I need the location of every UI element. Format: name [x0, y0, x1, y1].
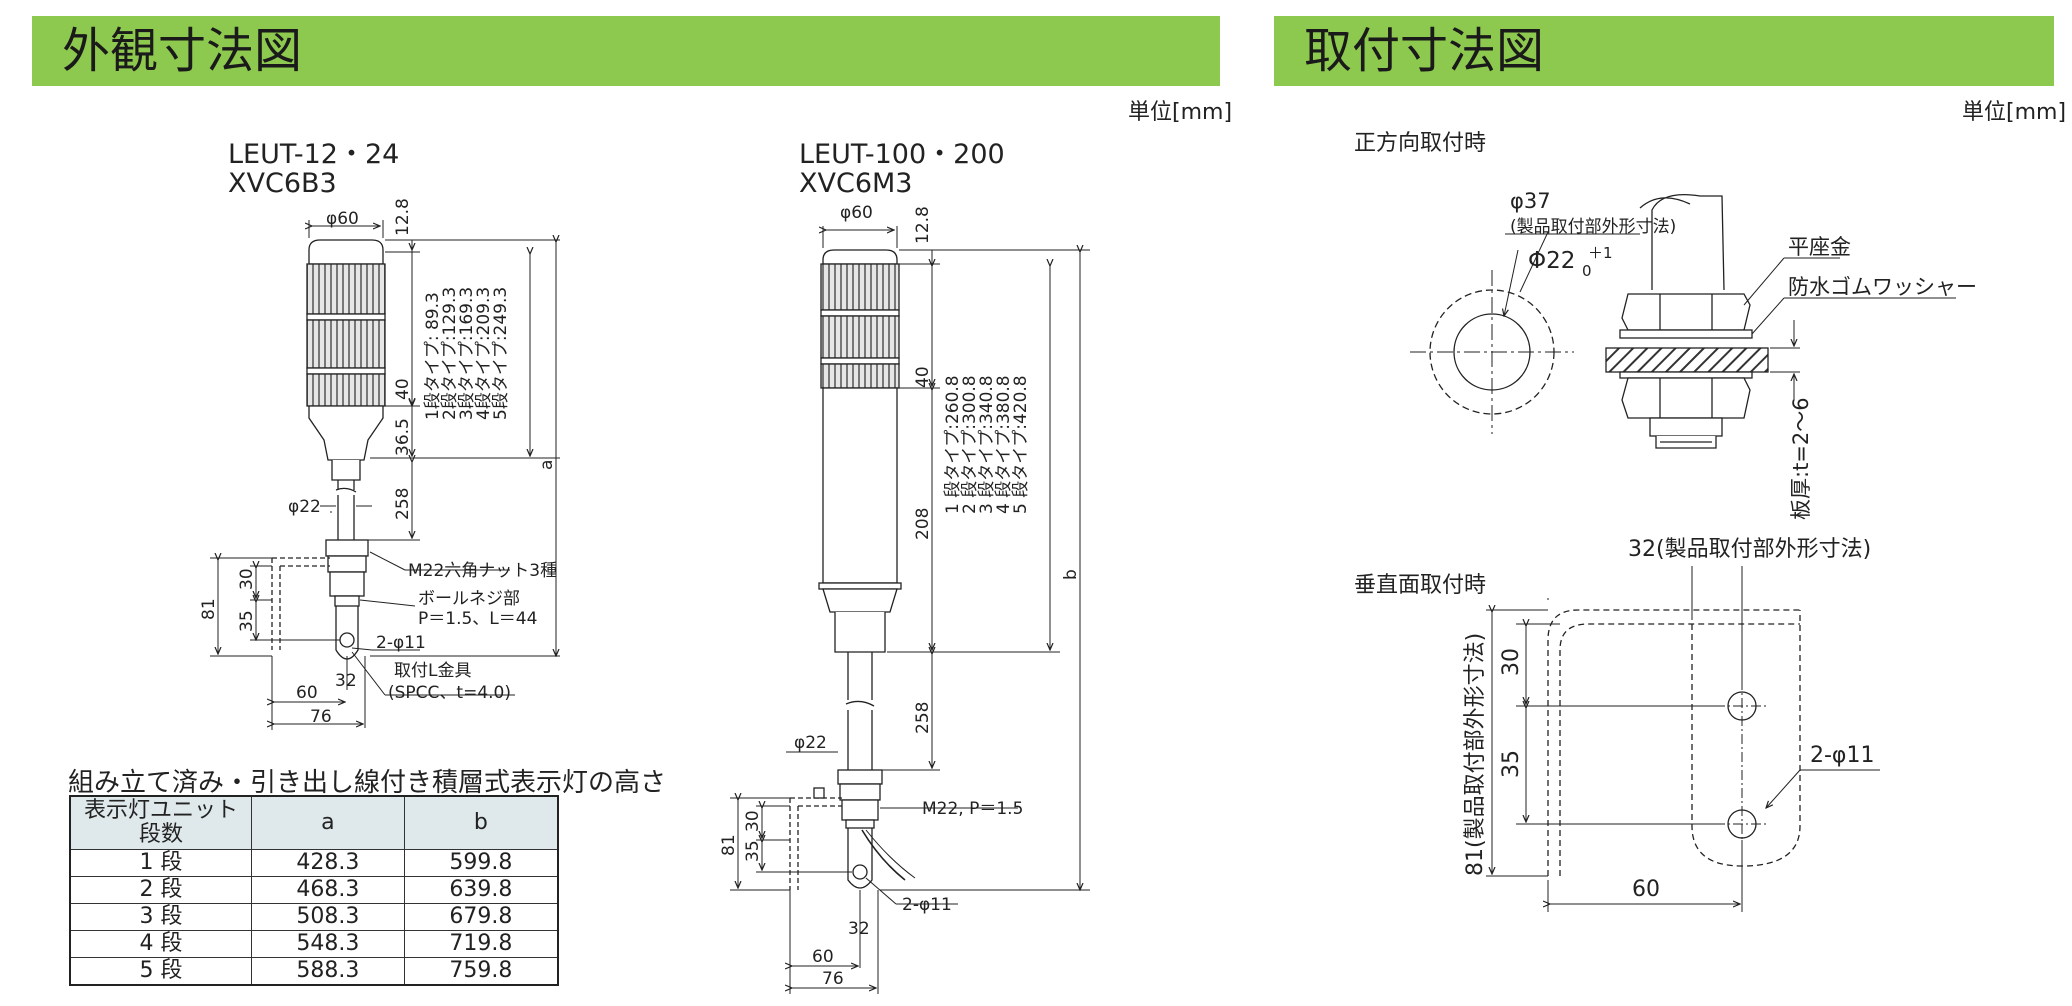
svg-text:32: 32 — [335, 671, 357, 691]
svg-text:2-φ11: 2-φ11 — [376, 633, 426, 653]
svg-text:φ22: φ22 — [288, 497, 321, 517]
svg-text:1 段タイプ:260.8: 1 段タイプ:260.8 — [943, 375, 963, 514]
table-caption: 組み立て済み・引き出し線付き積層式表示灯の高さ — [68, 768, 667, 798]
svg-text:＋1: ＋1 — [1588, 244, 1613, 262]
svg-text:76: 76 — [310, 707, 332, 727]
svg-text:5 段タイプ:420.8: 5 段タイプ:420.8 — [1011, 375, 1031, 514]
lamp-a-labels: φ60 12.8 40 36.5 258 φ22 30 35 81 60 76 … — [199, 198, 557, 727]
svg-text:208: 208 — [913, 508, 933, 540]
lamp-b-labels: φ60 12.8 40 208 258 φ22 30 35 81 60 76 3… — [719, 203, 1081, 989]
svg-text:φ60: φ60 — [840, 203, 873, 223]
svg-text:4 段タイプ:380.8: 4 段タイプ:380.8 — [994, 375, 1014, 514]
svg-text:76: 76 — [822, 969, 844, 989]
unit-right: 単位[mm] — [1962, 100, 2067, 125]
svg-text:3段タイプ:169.3: 3段タイプ:169.3 — [457, 287, 477, 420]
mount-vertical-drawing — [1486, 566, 1880, 912]
svg-text:(SPCC、t=4.0): (SPCC、t=4.0) — [388, 683, 511, 703]
svg-text:32(製品取付部外形寸法): 32(製品取付部外形寸法) — [1628, 537, 1871, 562]
svg-text:5段タイプ:249.3: 5段タイプ:249.3 — [491, 287, 511, 420]
table-header-b: b — [403, 795, 559, 850]
svg-text:P＝1.5、L＝44: P＝1.5、L＝44 — [418, 609, 537, 629]
svg-text:30: 30 — [1499, 648, 1524, 676]
svg-text:正方向取付時: 正方向取付時 — [1354, 131, 1486, 156]
svg-text:60: 60 — [296, 683, 318, 703]
svg-text:Φ22: Φ22 — [1528, 248, 1575, 274]
svg-text:60: 60 — [1632, 877, 1660, 902]
svg-text:35: 35 — [237, 610, 257, 632]
mount-front-labels: 正方向取付時 φ37 (製品取付部外形寸法) Φ22 ＋1 0 平座金 防水ゴム… — [1354, 131, 1977, 520]
svg-text:81: 81 — [199, 598, 219, 620]
svg-text:258: 258 — [393, 488, 413, 520]
table-header-row: 表示灯ユニット 段数 a b — [69, 795, 559, 850]
lamp-b-drawing — [730, 226, 1090, 994]
svg-text:φ22: φ22 — [794, 733, 827, 753]
lamp-a-drawing — [210, 220, 560, 730]
svg-text:81: 81 — [719, 834, 739, 856]
header-right: 取付寸法図 — [1274, 16, 2054, 86]
svg-text:2 段タイプ:300.8: 2 段タイプ:300.8 — [960, 375, 980, 514]
svg-text:垂直面取付時: 垂直面取付時 — [1354, 573, 1486, 598]
svg-text:30: 30 — [237, 568, 257, 590]
svg-text:1段タイプ: 89.3: 1段タイプ: 89.3 — [423, 292, 443, 420]
svg-text:取付L金具: 取付L金具 — [394, 661, 471, 681]
mount-vertical-labels: 垂直面取付時 32(製品取付部外形寸法) 81(製品取付部外形寸法) 30 35… — [1354, 537, 1874, 902]
svg-text:35: 35 — [1499, 750, 1524, 778]
svg-text:40: 40 — [913, 366, 933, 388]
svg-text:81(製品取付部外形寸法): 81(製品取付部外形寸法) — [1463, 633, 1488, 876]
header-left: 外観寸法図 — [32, 16, 1220, 86]
table-header-a: a — [251, 795, 405, 850]
svg-text:12.8: 12.8 — [913, 206, 933, 244]
unit-left: 単位[mm] — [1128, 100, 1233, 125]
svg-text:M22六角ナット3種: M22六角ナット3種 — [408, 561, 557, 581]
svg-text:φ37: φ37 — [1510, 189, 1551, 213]
svg-text:平座金: 平座金 — [1788, 235, 1851, 259]
svg-text:2段タイプ:129.3: 2段タイプ:129.3 — [440, 287, 460, 420]
svg-text:板厚:t=2～6: 板厚:t=2～6 — [1789, 397, 1813, 520]
svg-text:2-φ11: 2-φ11 — [1810, 743, 1874, 768]
svg-text:防水ゴムワッシャー: 防水ゴムワッシャー — [1788, 275, 1977, 299]
svg-text:0: 0 — [1582, 262, 1592, 280]
svg-text:b: b — [1061, 569, 1081, 580]
svg-text:M22, P＝1.5: M22, P＝1.5 — [922, 799, 1023, 819]
header-left-title: 外観寸法図 — [62, 23, 303, 79]
svg-text:30: 30 — [743, 810, 763, 832]
svg-text:12.8: 12.8 — [393, 198, 413, 236]
header-right-title: 取付寸法図 — [1304, 23, 1545, 79]
svg-text:ボールネジ部: ボールネジ部 — [418, 589, 520, 609]
svg-text:φ60: φ60 — [326, 209, 359, 229]
svg-text:(製品取付部外形寸法): (製品取付部外形寸法) — [1510, 217, 1676, 237]
svg-text:40: 40 — [393, 378, 413, 400]
svg-text:36.5: 36.5 — [393, 418, 413, 456]
svg-text:a: a — [537, 460, 557, 470]
mount-front-drawing — [1410, 193, 1956, 449]
svg-text:60: 60 — [812, 947, 834, 967]
svg-text:258: 258 — [913, 702, 933, 734]
svg-text:35: 35 — [743, 840, 763, 862]
svg-text:3 段タイプ:340.8: 3 段タイプ:340.8 — [977, 375, 997, 514]
svg-text:2-φ11: 2-φ11 — [902, 895, 952, 915]
svg-text:4段タイプ:209.3: 4段タイプ:209.3 — [474, 287, 494, 420]
svg-text:32: 32 — [848, 919, 870, 939]
